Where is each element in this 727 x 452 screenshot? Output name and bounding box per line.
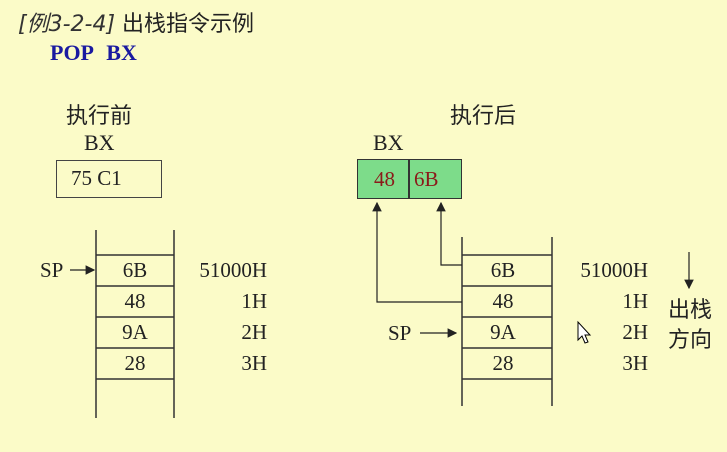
- before-sp-label: SP: [40, 258, 64, 282]
- before-stack-cell-1: 48: [124, 289, 146, 313]
- pop-direction-label: 出栈 方向: [668, 296, 712, 356]
- title-text: 出栈指令示例: [122, 12, 255, 37]
- pop-direction-line2: 方向: [668, 328, 713, 353]
- before-register-name: BX: [84, 130, 115, 155]
- after-heading: 执行后: [450, 104, 517, 129]
- cursor-icon: [577, 320, 592, 344]
- before-address-0: 51000H: [199, 258, 267, 282]
- after-register-name: BX: [373, 130, 404, 155]
- pop-direction-line1: 出栈: [668, 298, 713, 323]
- arrow-6b-to-bl: [436, 201, 462, 266]
- register-divider: [408, 160, 410, 198]
- after-register-box: 48 6B: [357, 159, 462, 199]
- after-register-low: 6B: [414, 167, 439, 191]
- before-heading: 执行前: [66, 104, 133, 129]
- before-address-3: 3H: [241, 351, 267, 375]
- slide-title: [例3-2-4] 出栈指令示例: [18, 6, 254, 38]
- example-label: [例3-2-4]: [18, 12, 116, 37]
- after-register-high: 48: [374, 167, 395, 191]
- after-stack-cell-1: 48: [492, 289, 514, 313]
- before-register-box: 75 C1: [56, 160, 162, 198]
- after-address-2: 2H: [622, 320, 648, 344]
- before-stack-cell-3: 28: [124, 351, 146, 375]
- instruction-text: POP BX: [50, 40, 137, 65]
- before-address-2: 2H: [241, 320, 267, 344]
- before-register-value: 75 C1: [71, 166, 122, 190]
- after-stack-cell-3: 28: [492, 351, 514, 375]
- after-address-1: 1H: [622, 289, 648, 313]
- after-stack-cell-2: 9A: [490, 320, 516, 344]
- before-stack-lines: [95, 230, 175, 418]
- after-address-3: 3H: [622, 351, 648, 375]
- before-stack-cell-0: 6B: [122, 258, 148, 282]
- after-sp-label: SP: [388, 321, 412, 345]
- before-stack-cell-2: 9A: [122, 320, 148, 344]
- after-stack-lines: [461, 237, 553, 406]
- after-stack-cell-0: 6B: [490, 258, 516, 282]
- before-address-1: 1H: [241, 289, 267, 313]
- arrow-48-to-bh: [372, 201, 462, 303]
- after-address-0: 51000H: [580, 258, 648, 282]
